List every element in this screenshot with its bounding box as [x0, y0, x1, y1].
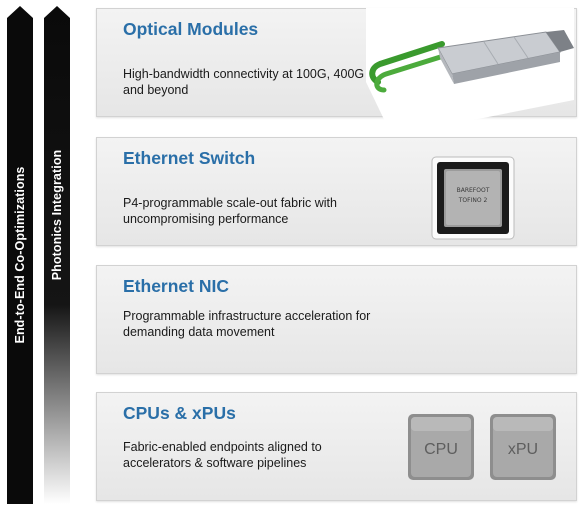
- switch-chip-brand-text: BAREFOOT: [457, 187, 490, 194]
- switch-chip-image: BAREFOOT TOFINO 2: [431, 156, 515, 240]
- photonics-integration-label: Photonics Integration: [50, 149, 64, 281]
- cpus-xpus-card: CPUs & xPUs Fabric-enabled endpoints ali…: [96, 392, 577, 501]
- ethernet-switch-description: P4-programmable scale-out fabric with un…: [123, 196, 337, 226]
- ethernet-nic-title: Ethernet NIC: [123, 276, 229, 296]
- xpu-chip-label: xPU: [508, 441, 538, 458]
- bar1-shape: [7, 6, 33, 504]
- end-to-end-co-optimizations-label: End-to-End Co-Optimizations: [13, 166, 27, 344]
- bar2-shape: [44, 6, 70, 504]
- optical-modules-description: High-bandwidth connectivity at 100G, 400…: [123, 67, 365, 97]
- optical-module-image: [364, 8, 574, 136]
- xpu-chip-image: xPU: [489, 413, 557, 481]
- ethernet-nic-description: Programmable infrastructure acceleration…: [123, 309, 371, 339]
- ethernet-switch-title: Ethernet Switch: [123, 148, 256, 168]
- optical-modules-title: Optical Modules: [123, 19, 259, 39]
- photonics-integration-bar: Photonics Integration: [44, 6, 70, 504]
- cpus-xpus-description: Fabric-enabled endpoints aligned to acce…: [123, 440, 322, 470]
- ethernet-switch-card: Ethernet Switch P4-programmable scale-ou…: [96, 137, 577, 246]
- ethernet-nic-card: Ethernet NIC Programmable infrastructure…: [96, 265, 577, 374]
- cpu-chip-image: CPU: [407, 413, 475, 481]
- switch-chip-model-text: TOFINO 2: [458, 197, 488, 204]
- end-to-end-co-optimizations-bar: End-to-End Co-Optimizations: [7, 6, 33, 504]
- cpu-chip-label: CPU: [424, 441, 458, 458]
- cpus-xpus-title: CPUs & xPUs: [123, 403, 236, 423]
